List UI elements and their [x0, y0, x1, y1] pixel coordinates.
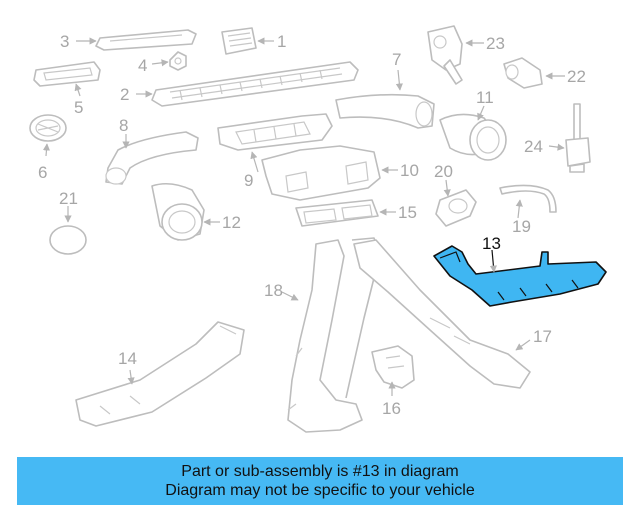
part-5-vent[interactable]: [33, 61, 101, 97]
part-2-vent-strip[interactable]: [136, 61, 359, 107]
label-16: 16: [382, 399, 401, 418]
part-17-floor-duct[interactable]: [353, 239, 531, 389]
part-14-floor-duct[interactable]: [75, 321, 245, 427]
label-3: 3: [60, 32, 69, 51]
label-4: 4: [138, 56, 147, 75]
part-9-duct[interactable]: [217, 113, 333, 173]
label-9: 9: [244, 171, 253, 190]
part-11-side-vent[interactable]: [439, 105, 507, 161]
part-16-bracket[interactable]: [371, 345, 415, 396]
label-17: 17: [533, 327, 552, 346]
label-5: 5: [74, 98, 83, 117]
part-4-clip[interactable]: [151, 51, 187, 71]
label-11: 11: [476, 88, 494, 107]
banner-line-1: Part or sub-assembly is #13 in diagram: [181, 463, 459, 480]
part-1-grille[interactable]: [221, 27, 274, 55]
label-6: 6: [38, 163, 47, 182]
part-3-grille[interactable]: [76, 29, 197, 51]
label-12: 12: [222, 213, 241, 232]
label-13: 13: [482, 234, 501, 253]
label-14: 14: [118, 349, 137, 368]
part-15-vent-pair[interactable]: [295, 199, 396, 227]
part-20-vent[interactable]: [435, 179, 477, 227]
label-22: 22: [567, 67, 586, 86]
part-19-hose[interactable]: [499, 184, 557, 219]
label-1: 1: [277, 32, 286, 51]
part-6-round-vent[interactable]: [29, 114, 67, 157]
info-banner: Part or sub-assembly is #13 in diagram D…: [17, 457, 623, 505]
label-7: 7: [392, 50, 401, 69]
banner-line-2: Diagram may not be specific to your vehi…: [165, 482, 475, 499]
label-21: 21: [59, 189, 78, 208]
label-23: 23: [486, 34, 505, 53]
part-23-actuator[interactable]: [427, 25, 484, 85]
part-13-duct-highlighted[interactable]: [433, 245, 607, 307]
label-19: 19: [512, 217, 531, 236]
part-8-duct[interactable]: [105, 131, 199, 185]
label-10: 10: [400, 161, 419, 180]
label-2: 2: [120, 85, 129, 104]
part-12-round-duct[interactable]: [151, 182, 220, 241]
part-21-cap[interactable]: [49, 206, 87, 255]
label-8: 8: [119, 116, 128, 135]
label-20: 20: [434, 162, 453, 181]
label-24: 24: [524, 137, 543, 156]
part-7-duct[interactable]: [335, 69, 435, 129]
part-22-sensor[interactable]: [503, 57, 565, 89]
part-24-sensor[interactable]: [548, 103, 591, 173]
label-18: 18: [264, 281, 283, 300]
part-10-vent-housing[interactable]: [261, 145, 398, 201]
label-15: 15: [398, 203, 417, 222]
